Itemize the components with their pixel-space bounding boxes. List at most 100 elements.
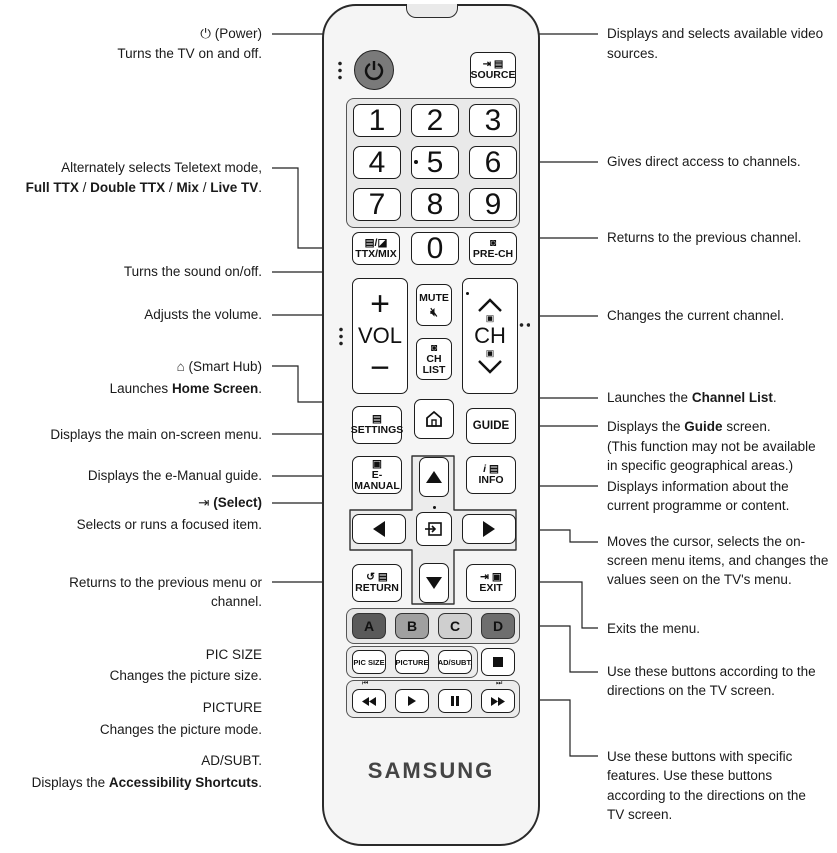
ch-dot	[466, 292, 469, 295]
channel-up-icon[interactable]	[476, 297, 504, 313]
select-desc: Selects or runs a focused item.	[76, 517, 262, 532]
up-arrow-button[interactable]	[419, 457, 449, 497]
color-desc-1: Use these buttons according to the	[607, 664, 816, 679]
pre-ch-button[interactable]: ◙ PRE-CH	[469, 232, 517, 265]
volume-down-icon[interactable]: −	[370, 349, 390, 387]
fast-forward-button[interactable]	[481, 689, 515, 713]
color-b-button[interactable]: B	[395, 613, 429, 639]
picture-desc: Changes the picture mode.	[99, 722, 262, 737]
return-desc-2: channel.	[210, 594, 262, 609]
nav-desc-2: screen menu items, and changes the	[607, 553, 829, 568]
emanual-desc: Displays the e-Manual guide.	[87, 468, 262, 483]
home-button[interactable]	[414, 399, 454, 439]
right-arrow-icon	[483, 521, 495, 537]
power-button[interactable]	[354, 50, 394, 90]
down-arrow-button[interactable]	[419, 563, 449, 603]
stop-icon	[493, 657, 503, 667]
digit-6-button[interactable]: 6	[469, 146, 517, 179]
power-icon	[364, 61, 384, 81]
brand-logo: SAMSUNG	[367, 758, 495, 783]
right-arrow-button[interactable]	[462, 514, 516, 544]
select-button[interactable]	[416, 512, 452, 546]
picture-button[interactable]: PICTURE	[395, 650, 429, 674]
color-desc-2: directions on the TV screen.	[607, 683, 775, 698]
media-desc-4: TV screen.	[607, 807, 673, 822]
select-dot	[433, 506, 436, 509]
ad-subt-button[interactable]: AD/SUBT.	[438, 650, 472, 674]
home-icon: ⌂	[176, 359, 189, 374]
volume-up-icon[interactable]: +	[370, 285, 390, 323]
color-a-button[interactable]: A	[352, 613, 386, 639]
rewind-icon	[362, 696, 376, 706]
play-icon	[408, 696, 416, 706]
channel-rocker[interactable]: ▣ CH ▣	[462, 278, 518, 394]
mute-desc: Turns the sound on/off.	[123, 264, 262, 279]
color-d-button[interactable]: D	[481, 613, 515, 639]
exit-desc: Exits the menu.	[607, 621, 701, 636]
info-desc-1: Displays information about the	[607, 479, 789, 494]
digit-1-button[interactable]: 1	[353, 104, 401, 137]
digit-7-button[interactable]: 7	[353, 188, 401, 221]
info-desc-2: current programme or content.	[607, 498, 790, 513]
ir-window	[406, 4, 458, 18]
mic-dots	[338, 60, 342, 82]
nav-desc-1: Moves the cursor, selects the on-	[607, 534, 806, 549]
tactile-dot	[414, 160, 418, 164]
power-label: ⏻ (Power)	[200, 26, 262, 41]
digit-2-button[interactable]: 2	[411, 104, 459, 137]
guide-desc-1: Displays the Guide screen.	[607, 419, 771, 434]
return-button[interactable]: ↺ ▤ RETURN	[352, 564, 402, 602]
digit-3-button[interactable]: 3	[469, 104, 517, 137]
stop-button[interactable]	[481, 648, 515, 676]
digit-5-button[interactable]: 5	[411, 146, 459, 179]
mute-icon: 🔇︎	[430, 304, 438, 319]
return-icon: ↺ ▤	[366, 571, 388, 583]
numbers-desc: Gives direct access to channels.	[607, 154, 801, 169]
media-desc-2: features. Use these buttons	[607, 768, 773, 783]
digit-9-button[interactable]: 9	[469, 188, 517, 221]
power-desc: Turns the TV on and off.	[117, 46, 262, 61]
play-button[interactable]	[395, 689, 429, 713]
vol-tactile-dots	[339, 326, 343, 348]
settings-button[interactable]: ▤ SETTINGS	[351, 406, 403, 444]
media-desc-1: Use these buttons with specific	[607, 749, 793, 764]
ch-list-button[interactable]: ◙ CH LIST	[416, 338, 452, 380]
digit-8-button[interactable]: 8	[411, 188, 459, 221]
media-desc-3: according to the directions on the	[607, 788, 806, 803]
mute-button[interactable]: MUTE 🔇︎	[416, 284, 452, 326]
chlist-desc: Launches the Channel List.	[607, 390, 777, 405]
ttx-icon: ▤/◪	[364, 236, 388, 249]
prev-track-icon: ⏮	[362, 680, 369, 687]
left-arrow-button[interactable]	[352, 514, 406, 544]
channel-down-icon[interactable]	[476, 359, 504, 375]
guide-button[interactable]: GUIDE	[466, 408, 516, 444]
ttx-desc-1: Alternately selects Teletext mode,	[61, 160, 262, 175]
rewind-button[interactable]	[352, 689, 386, 713]
info-icon: i ▤	[483, 463, 499, 475]
e-manual-button[interactable]: ▣ E-MANUAL	[352, 456, 402, 494]
ttx-mix-button[interactable]: ▤/◪ TTX/MIX	[352, 232, 400, 265]
info-button[interactable]: i ▤ INFO	[466, 456, 516, 494]
settings-icon: ▤	[372, 413, 382, 425]
pause-button[interactable]	[438, 689, 472, 713]
pic-size-button[interactable]: PIC SIZE	[352, 650, 386, 674]
picsize-title: PIC SIZE	[205, 647, 262, 662]
exit-button[interactable]: ⇥ ▣ EXIT	[466, 564, 516, 602]
e-manual-icon: ▣	[372, 457, 382, 470]
source-icon: ⇥ ▤	[482, 59, 504, 70]
digit-0-button[interactable]: 0	[411, 232, 459, 265]
color-c-button[interactable]: C	[438, 613, 472, 639]
ch-icon-bottom: ▣	[485, 348, 495, 358]
select-icon: ⇥	[198, 495, 214, 510]
source-button[interactable]: ⇥ ▤ SOURCE	[470, 52, 516, 88]
prech-desc: Returns to the previous channel.	[607, 230, 802, 245]
return-desc-1: Returns to the previous menu or	[69, 575, 262, 590]
digit-4-button[interactable]: 4	[353, 146, 401, 179]
settings-desc: Displays the main on-screen menu.	[50, 427, 262, 442]
guide-desc-2: (This function may not be available	[607, 439, 816, 454]
home-icon	[426, 410, 442, 427]
vol-desc: Adjusts the volume.	[144, 307, 262, 322]
up-arrow-icon	[426, 471, 442, 483]
volume-rocker[interactable]: + VOL −	[352, 278, 408, 394]
ch-desc: Changes the current channel.	[607, 308, 785, 323]
